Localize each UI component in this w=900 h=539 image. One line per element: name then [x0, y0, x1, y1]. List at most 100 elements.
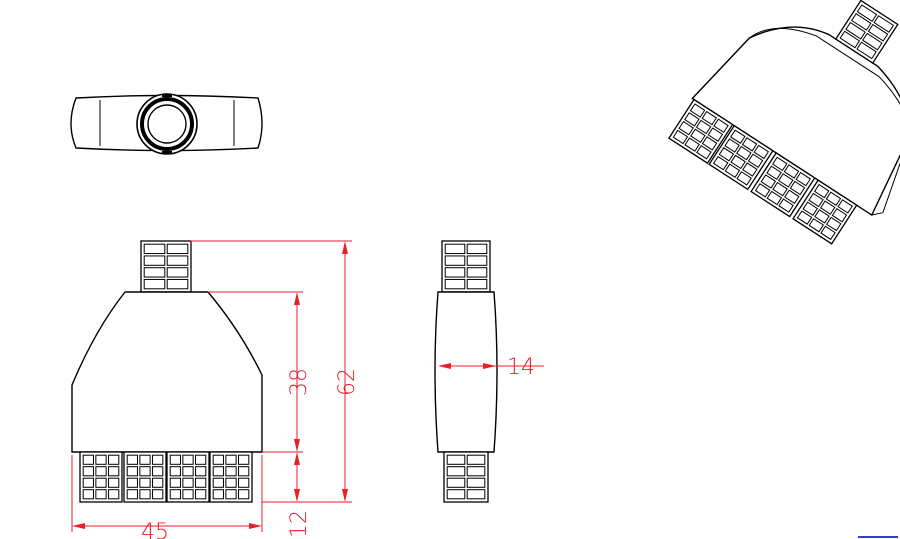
dim-body-height: 38 — [287, 368, 312, 396]
front-bottom-connector-4 — [209, 451, 253, 503]
front-bottom-connector-1-slot — [95, 466, 107, 477]
side-bottom-connector — [443, 451, 489, 503]
front-bottom-connector-3-slot — [169, 454, 181, 465]
iso-bottom-connector-4-slot — [825, 191, 842, 207]
dim-38-arrow-top — [294, 292, 300, 305]
iso-bottom-connector-4-slot — [808, 192, 824, 208]
front-bottom-connector-1-slot — [95, 454, 107, 465]
front-top-connector-slot — [143, 267, 166, 278]
front-bottom-connector-1-slot — [95, 477, 107, 488]
iso-top-connector-slot — [856, 4, 878, 22]
corner-link-bar[interactable] — [858, 536, 898, 538]
front-bottom-connector-2 — [123, 451, 167, 503]
front-top-connector-slot — [166, 278, 189, 290]
dim-overall-height: 62 — [335, 368, 360, 396]
iso-bottom-connector-2-slot — [753, 144, 770, 160]
front-bottom-connector-3 — [166, 451, 210, 503]
iso-bottom-connector-4 — [792, 179, 858, 245]
front-bottom-connector-3-slot — [169, 466, 181, 477]
front-bottom-connector-2-slot — [126, 454, 138, 465]
front-bottom-connector-2-slot — [152, 489, 164, 500]
iso-bottom-connector-4-slot — [814, 209, 830, 224]
iso-bottom-connector-4-slot — [802, 201, 819, 217]
iso-bottom-legs — [668, 98, 858, 245]
iso-bottom-connector-2-slot — [730, 129, 746, 144]
iso-bottom-connector-3-slot — [778, 173, 794, 188]
top-view-port-key-top — [162, 94, 172, 97]
front-bottom-connector-2-slot — [126, 489, 138, 500]
iso-top-connector-outline — [834, 0, 899, 64]
front-bottom-connector-4-slot — [212, 477, 224, 488]
iso-bottom-connector-2-slot — [724, 163, 741, 178]
dim-leg-length: 12 — [287, 510, 312, 538]
front-bottom-connector-1-slot — [82, 454, 94, 465]
front-bottom-connector-3-slot — [195, 454, 207, 465]
dim-38-arrow-bottom — [294, 439, 300, 452]
side-bottom-connector-slot — [466, 466, 486, 477]
dim-14-arrow-right — [483, 363, 496, 369]
iso-bottom-connector-3-slot — [778, 198, 794, 213]
front-bottom-connector-2-slot — [139, 477, 151, 488]
side-top-connector — [441, 240, 491, 293]
side-top-connector-slot — [466, 255, 488, 266]
dim-14-arrow-left — [438, 363, 451, 369]
top-view — [70, 93, 263, 155]
iso-view-top-edge — [749, 27, 900, 134]
front-bottom-connector-3-slot — [182, 477, 194, 488]
iso-bottom-connector-2-slot — [730, 154, 746, 170]
front-bottom-connector-3-slot — [182, 489, 194, 500]
side-top-connector-slot — [444, 278, 466, 290]
front-bottom-connector-1 — [79, 451, 123, 503]
iso-bottom-connector-1-slot — [678, 120, 694, 136]
side-top-connector-slot — [466, 243, 488, 255]
front-bottom-connector-2-slot — [152, 466, 164, 477]
front-bottom-connector-3-slot — [169, 489, 181, 500]
front-bottom-connector-2-slot — [139, 454, 151, 465]
iso-bottom-connector-1-slot — [707, 127, 724, 142]
iso-bottom-connector-2-slot — [747, 153, 764, 168]
iso-bottom-connector-2-slot — [741, 137, 758, 152]
iso-bottom-connector-1 — [668, 98, 734, 165]
iso-bottom-connector-1-slot — [684, 112, 700, 127]
front-top-connector-slot — [166, 255, 189, 266]
iso-bottom-connector-1-slot — [695, 119, 712, 135]
iso-bottom-connector-2-outline — [708, 124, 774, 191]
iso-top-connector-slot — [845, 21, 866, 40]
front-bottom-connector-4-slot — [238, 466, 250, 477]
front-bottom-connector-4-slot — [238, 477, 250, 488]
front-bottom-connector-3-slot — [182, 466, 194, 477]
iso-bottom-connector-3-slot — [766, 165, 782, 180]
front-bottom-connector-4-slot — [225, 466, 237, 477]
iso-bottom-connector-3-slot — [789, 180, 806, 196]
dim-12-arrow-top — [294, 452, 300, 465]
front-top-connector-slot — [143, 243, 166, 255]
front-bottom-connector-4-slot — [238, 454, 250, 465]
dim-thickness: 14 — [507, 355, 535, 380]
iso-bottom-connector-1-slot — [690, 128, 706, 144]
front-bottom-connector-4-slot — [212, 466, 224, 477]
iso-bottom-connector-3-outline — [750, 152, 816, 218]
iso-bottom-connector-4-slot — [813, 183, 830, 199]
front-bottom-connector-2-slot — [139, 466, 151, 477]
front-bottom-connector-1-slot — [82, 466, 94, 477]
dim-45-arrow-left — [72, 523, 85, 529]
front-top-connector-slot — [166, 243, 189, 255]
dim-width: 45 — [141, 520, 169, 539]
iso-bottom-connector-3-slot — [783, 164, 800, 179]
front-bottom-connector-3-slot — [169, 477, 181, 488]
iso-top-connector — [834, 0, 899, 64]
front-bottom-connector-2-slot — [152, 477, 164, 488]
iso-bottom-connector-3-slot — [784, 189, 800, 205]
iso-bottom-connector-2 — [708, 124, 774, 191]
front-bottom-connector-4-slot — [212, 454, 224, 465]
front-bottom-connector-1-slot — [108, 454, 120, 465]
front-top-connector-slot — [166, 267, 189, 278]
iso-bottom-connector-4-slot — [837, 199, 853, 214]
front-bottom-connector-1-slot — [108, 466, 120, 477]
side-bottom-connector-slot — [466, 454, 486, 465]
iso-bottom-connector-4-slot — [796, 210, 813, 225]
iso-bottom-connector-4-slot — [819, 200, 836, 215]
iso-bottom-connector-4-slot — [820, 225, 836, 241]
front-bottom-connector-4-slot — [212, 489, 224, 500]
